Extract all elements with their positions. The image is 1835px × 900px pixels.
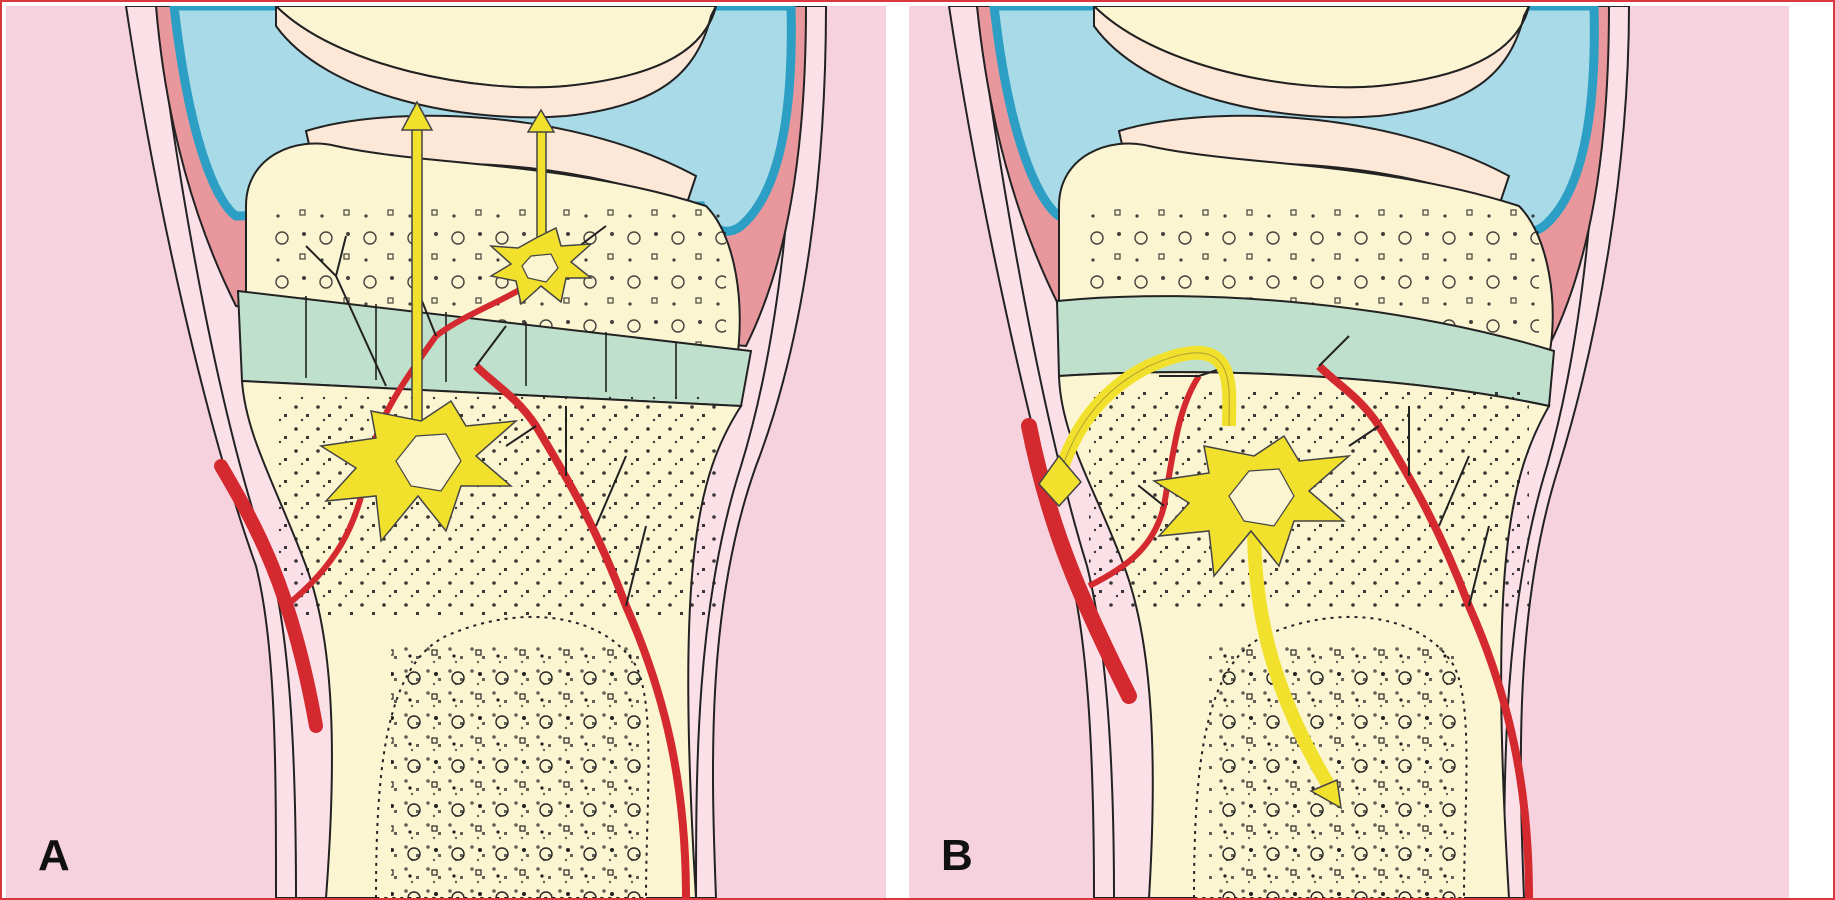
panel-a-illustration bbox=[6, 6, 886, 898]
panel-b: B bbox=[909, 6, 1789, 898]
panel-label: A bbox=[38, 834, 70, 878]
panel-label: B bbox=[941, 834, 973, 878]
panel-b-illustration bbox=[909, 6, 1789, 898]
panel-a: A bbox=[6, 6, 886, 898]
